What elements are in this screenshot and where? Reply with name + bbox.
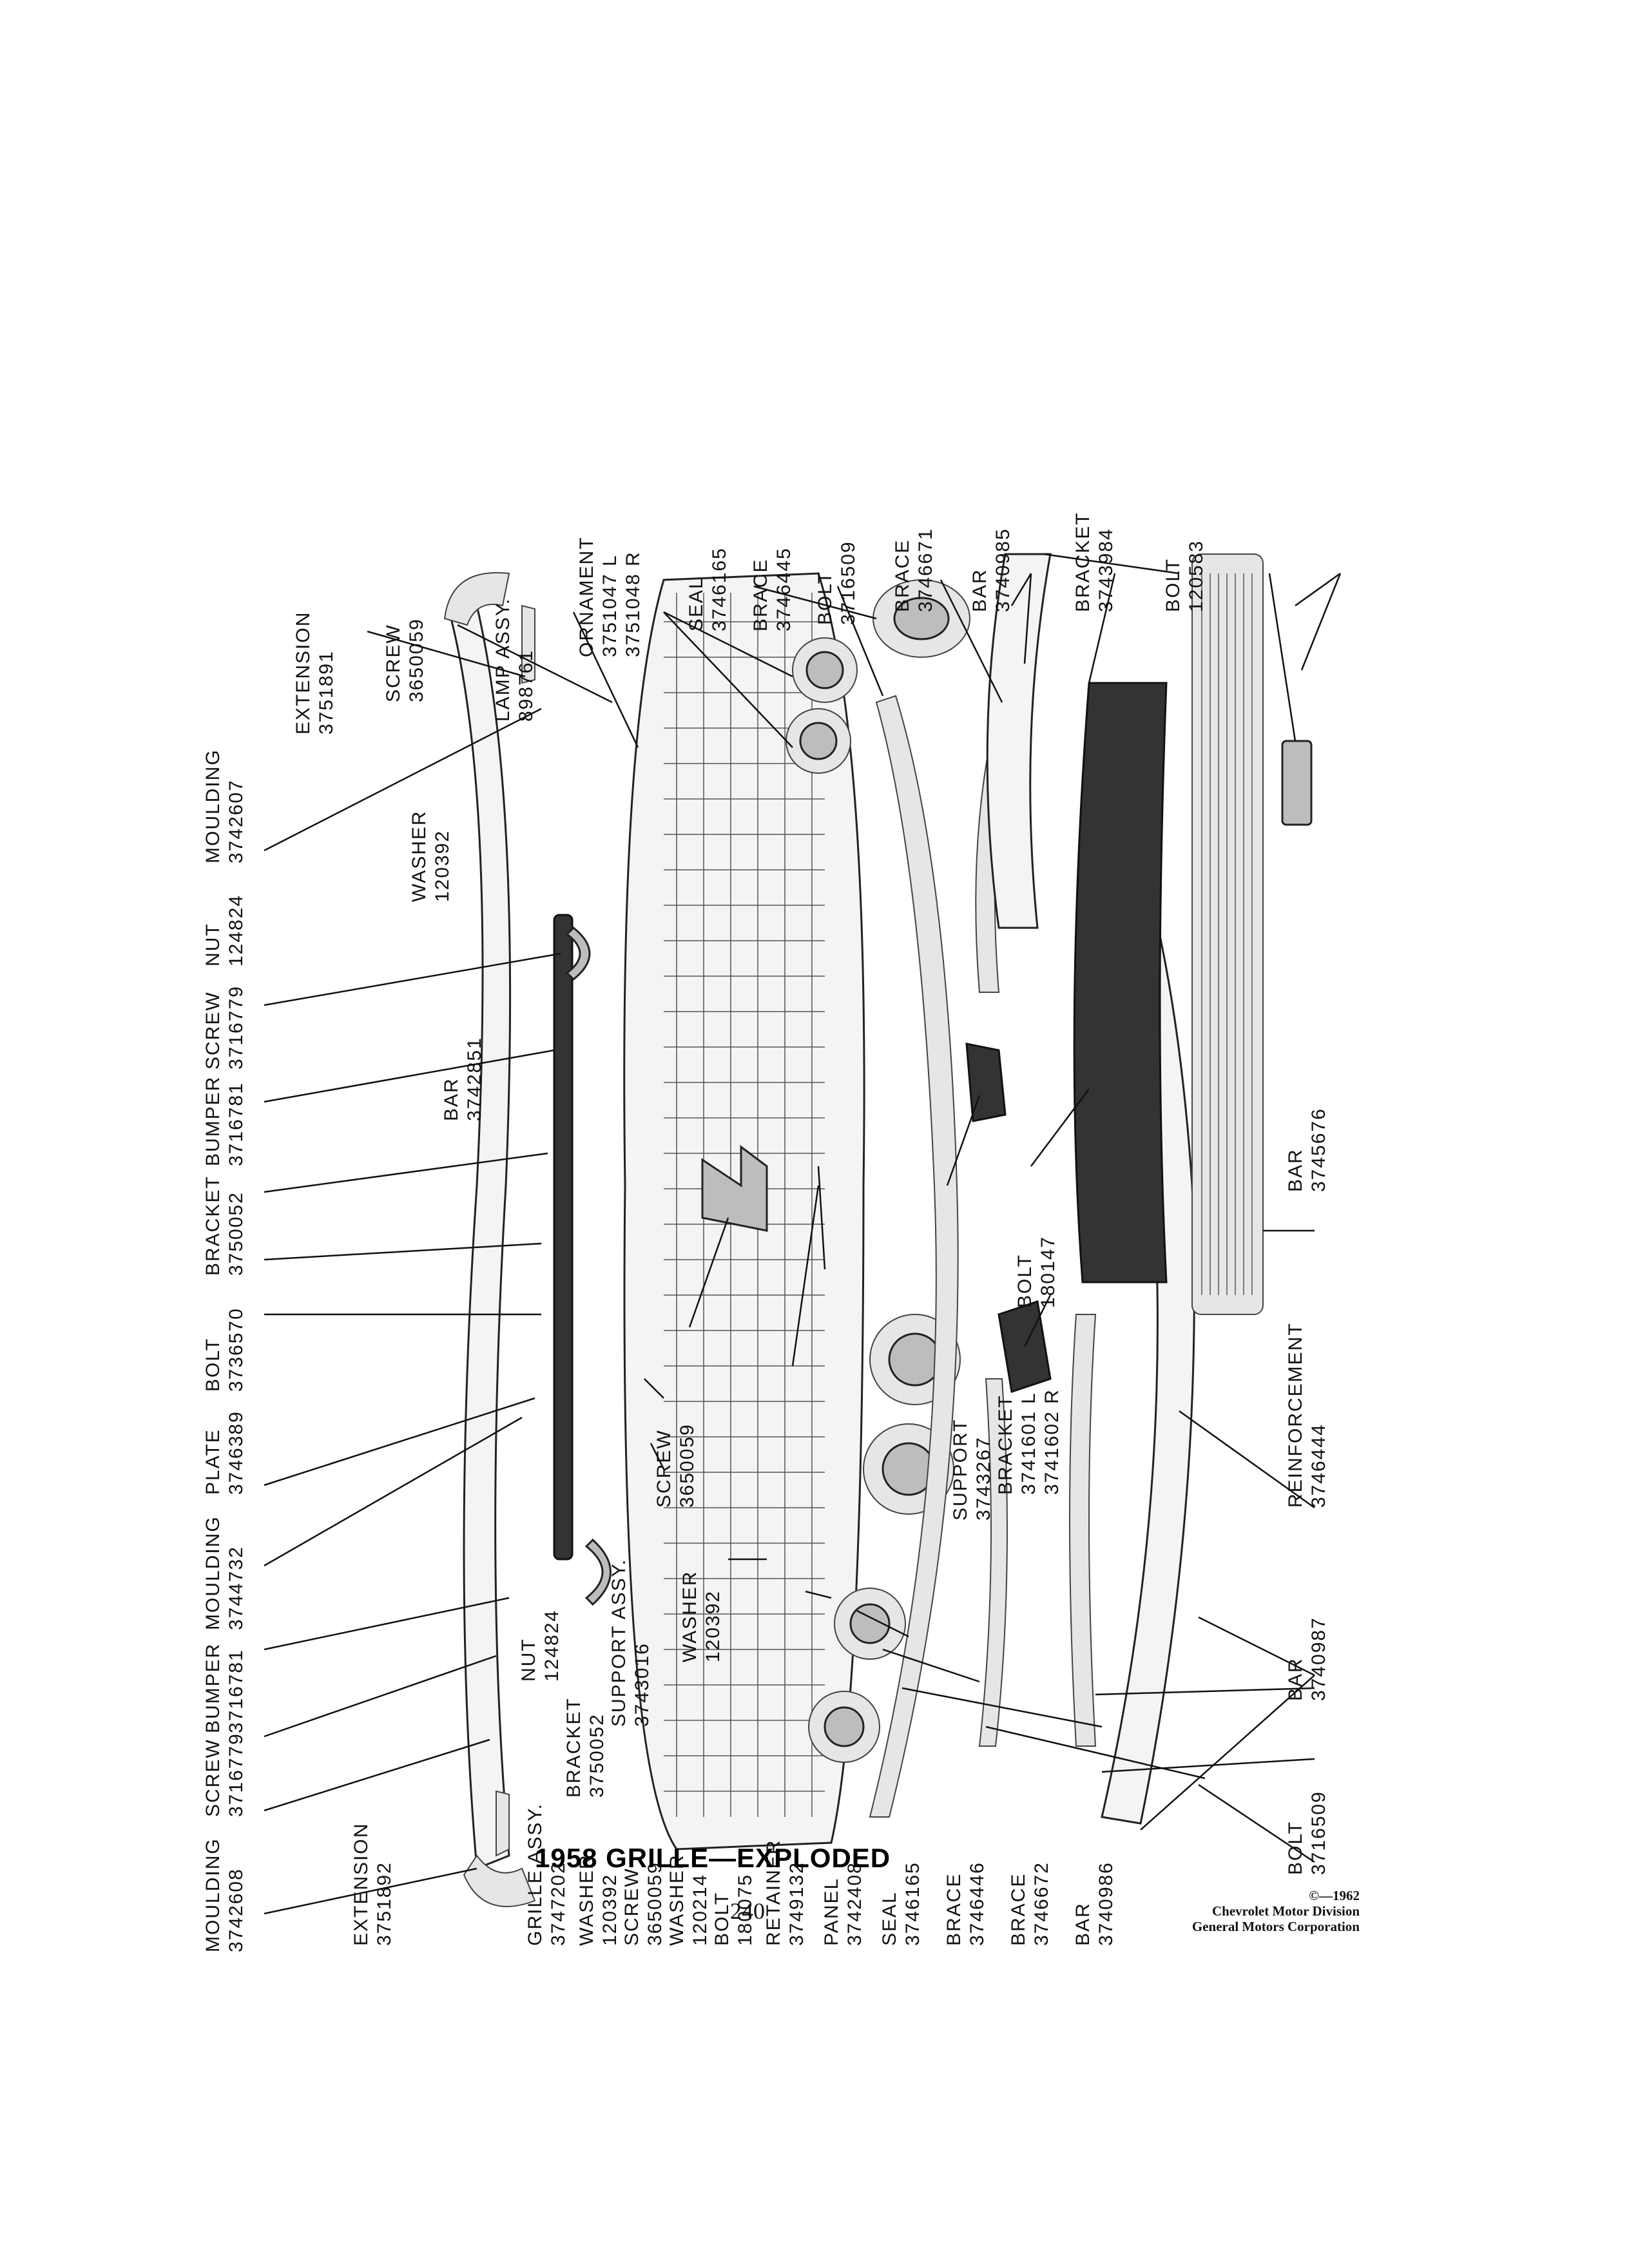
panel-shape xyxy=(869,695,959,1818)
lamp-bezel-1-inner xyxy=(824,1706,865,1747)
label-support-assy: SUPPORT ASSY.3743016 xyxy=(608,1559,653,1727)
lamp-bezel-6-inner xyxy=(805,651,844,689)
label-lamp-assy: LAMP ASSY.898761 xyxy=(492,598,537,722)
copyright-line-3: General Motors Corporation xyxy=(1191,1919,1360,1934)
copyright-block: ©—1962 Chevrolet Motor Division General … xyxy=(1089,1888,1360,1934)
copyright-line-1: ©—1962 xyxy=(1309,1888,1360,1903)
bracket-3743984-shape xyxy=(1281,740,1313,826)
bumper-end-right xyxy=(443,572,510,626)
reinforcement-shape xyxy=(1073,682,1168,1283)
lamp-bezel-2-inner xyxy=(849,1603,891,1644)
lamp-bezel-5-inner xyxy=(799,722,838,760)
bracket-support-shape xyxy=(965,1043,1007,1122)
page-title: 1958 GRILLE—EXPLODED xyxy=(535,1843,891,1873)
bracket-3750052-a-shape xyxy=(565,926,591,981)
bar-3742851-shape xyxy=(553,914,574,1561)
lamp-bezel-4-inner xyxy=(888,1332,942,1387)
bar-3740985-shape xyxy=(986,553,1052,929)
page-number: 240 xyxy=(730,1898,765,1924)
extension-3751892-shape xyxy=(496,1790,510,1857)
bracket-3750052-b-shape xyxy=(584,1538,612,1606)
extension-3751891-shape xyxy=(521,604,535,684)
support-assembly-shape xyxy=(701,1145,768,1232)
copyright-line-2: Chevrolet Motor Division xyxy=(1211,1903,1360,1919)
brace-lower-shape xyxy=(1069,1314,1097,1747)
seal-lower-shape xyxy=(978,1378,1008,1747)
ornament-shape-inner xyxy=(893,597,950,640)
bar-3745676-ribs xyxy=(1201,573,1253,1295)
label-grille-assy: GRILLE ASSY.3747202 xyxy=(525,1803,569,1946)
front-bumper-shape xyxy=(450,604,512,1870)
leader-lines xyxy=(264,553,1342,1915)
bumper-end-left xyxy=(463,1854,536,1907)
